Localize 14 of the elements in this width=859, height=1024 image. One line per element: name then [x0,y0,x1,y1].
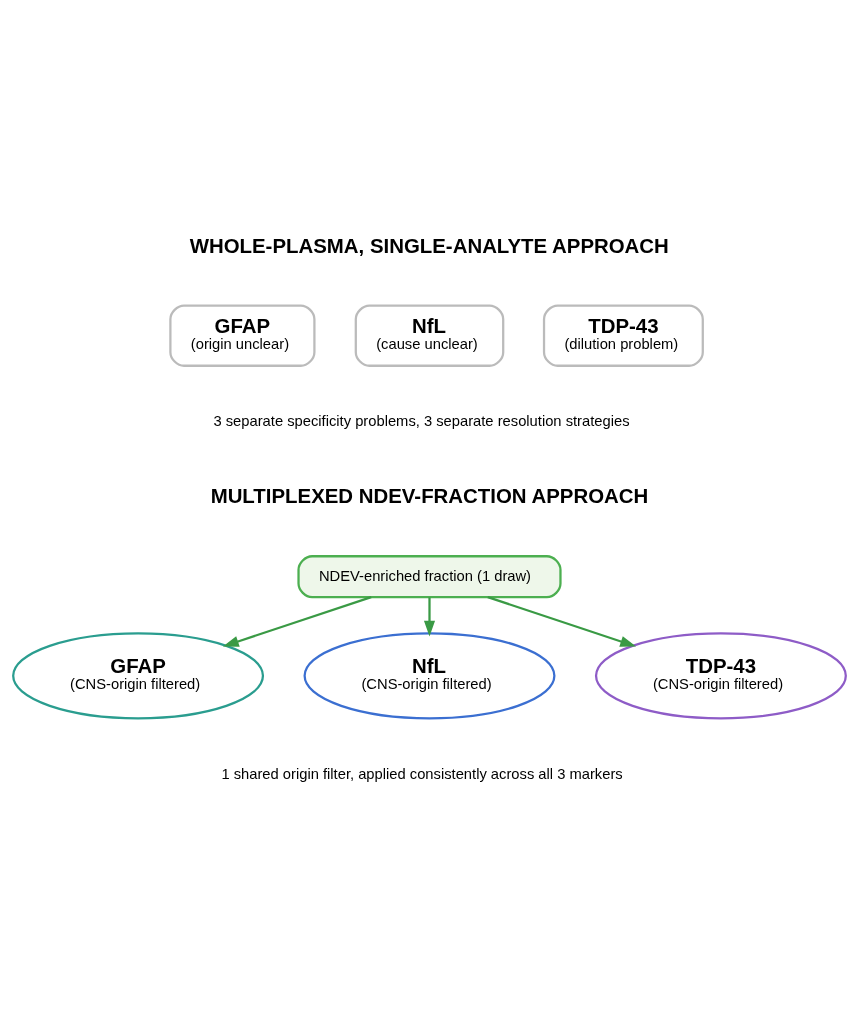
label: 3 separate specificity problems, 3 separate resolution strategies [213,413,630,430]
node-ellipse: GFAP (CNS-origin filtered) [12,632,265,720]
label: MULTIPLEXED NDEV-FRACTION APPROACH [210,485,649,508]
node-box: NDEV-enriched fraction (1 draw) [297,555,562,599]
arrow [487,596,637,647]
node-ellipse: TDP-43 (CNS-origin filtered) [594,632,847,720]
arrow [222,596,372,647]
arrow [423,597,436,637]
node-box: NfL (cause unclear) [354,304,505,367]
node-box: GFAP (origin unclear) [169,304,316,367]
label: WHOLE-PLASMA, SINGLE-ANALYTE APPROACH [189,234,669,257]
node-box: TDP-43 (dilution problem) [542,304,704,367]
label: 1 shared origin filter, applied consistently across all 3 markers [221,765,623,782]
node-ellipse: NfL (CNS-origin filtered) [303,632,556,720]
